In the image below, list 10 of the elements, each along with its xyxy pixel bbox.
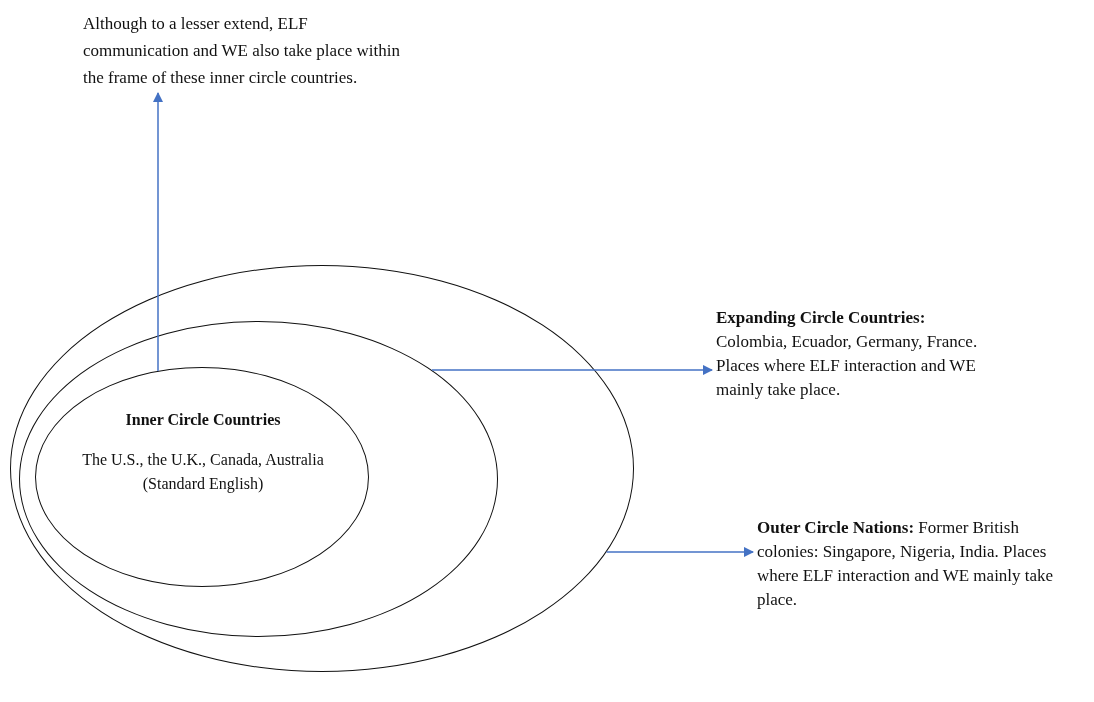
heading-text: Inner Circle Countries [124, 410, 282, 430]
body-text: The U.S., the U.K., Canada, Australia (Standard English) [81, 450, 325, 495]
body-text: Colombia, Ecuador, Germany, France. Places where ELF interaction and WE mainly take place. [716, 331, 979, 401]
heading-text: Expanding Circle Countries: [716, 307, 927, 329]
note-text: Outer Circle Nations: Former British colonies: Singapore, Nigeria, India. Places where ELF interaction and WE mainly take place. [757, 516, 1079, 612]
ellipse-outline [10, 265, 634, 672]
note-text: Although to a lesser extend, ELF communication and WE also take place within the frame of these inner circle countries. [83, 10, 413, 91]
arrow [605, 546, 755, 558]
arrow [431, 364, 714, 376]
arrow [152, 91, 164, 372]
